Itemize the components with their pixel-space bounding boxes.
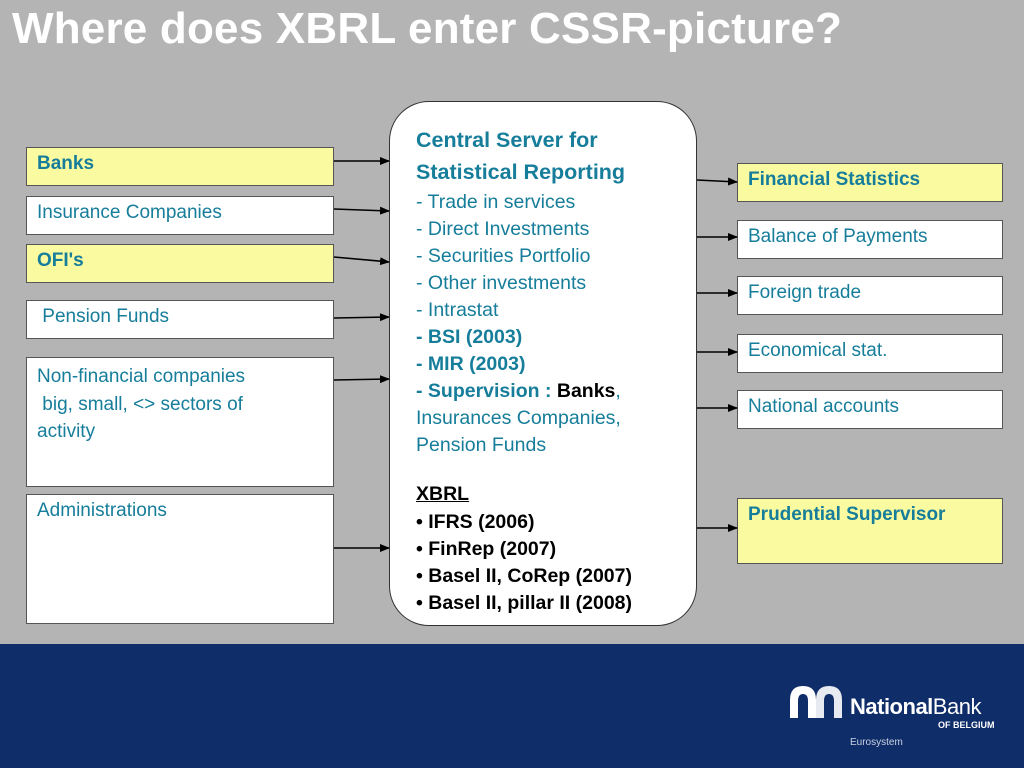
xbrl-item: • Basel II, pillar II (2008): [416, 591, 633, 614]
footer-bar: [0, 644, 1024, 768]
center-item: - Intrastat: [416, 298, 499, 321]
logo-sub: OF BELGIUM: [938, 720, 995, 730]
logo-name: NationalBank: [850, 694, 981, 720]
center-supervision: - Supervision : Banks, Insurances Compan…: [416, 378, 696, 459]
xbrl-item: • Basel II, CoRep (2007): [416, 564, 632, 587]
output-financial-statistics: Financial Statistics: [737, 163, 1003, 202]
supervision-banks: Banks: [556, 380, 616, 403]
source-insurance-companies: Insurance Companies: [26, 196, 334, 235]
supervision-prefix: - Supervision :: [416, 380, 557, 403]
slide-title: Where does XBRL enter CSSR-picture?: [12, 4, 843, 53]
center-bold-item: - BSI (2003): [416, 325, 523, 348]
xbrl-item: • FinRep (2007): [416, 537, 557, 560]
center-item: - Trade in services: [416, 190, 576, 213]
center-bold-item: - MIR (2003): [416, 353, 526, 376]
output-national-accounts: National accounts: [737, 390, 1003, 429]
logo-bold: National: [850, 694, 933, 719]
center-item: - Securities Portfolio: [416, 244, 591, 267]
arrow-pension: [333, 313, 390, 322]
logo-light: Bank: [932, 694, 982, 719]
output-foreign-trade: Foreign trade: [737, 276, 1003, 315]
xbrl-item: • IFRS (2006): [416, 510, 535, 533]
source-non-financial-companies: Non-financial companies big, small, <> s…: [26, 357, 334, 487]
xbrl-heading: XBRL: [416, 483, 470, 506]
central-server-box: Central Server for Statistical Reporting…: [389, 101, 697, 626]
arrow-ofis: [333, 256, 390, 266]
national-bank-logo: NationalBank OF BELGIUM Eurosystem: [788, 684, 998, 754]
source-administrations: Administrations: [26, 494, 334, 624]
logo-tagline: Eurosystem: [850, 737, 903, 748]
output-economical-stat: Economical stat.: [737, 334, 1003, 373]
arrow-insurance: [333, 206, 390, 215]
output-prudential-supervisor: Prudential Supervisor: [737, 498, 1003, 564]
arrow-financial-statistics: [696, 177, 738, 186]
source-ofis: OFI's: [26, 244, 334, 283]
bank-arch-icon: [790, 686, 842, 718]
central-server-heading: Central Server for Statistical Reporting: [416, 128, 626, 185]
arrow-non-financial: [333, 375, 390, 384]
source-pension-funds: Pension Funds: [26, 300, 334, 339]
supervision-rest: , Insurances Companies, Pension Funds: [416, 380, 621, 457]
source-banks: Banks: [26, 147, 334, 186]
center-item: - Other investments: [416, 271, 587, 294]
center-item: - Direct Investments: [416, 217, 590, 240]
